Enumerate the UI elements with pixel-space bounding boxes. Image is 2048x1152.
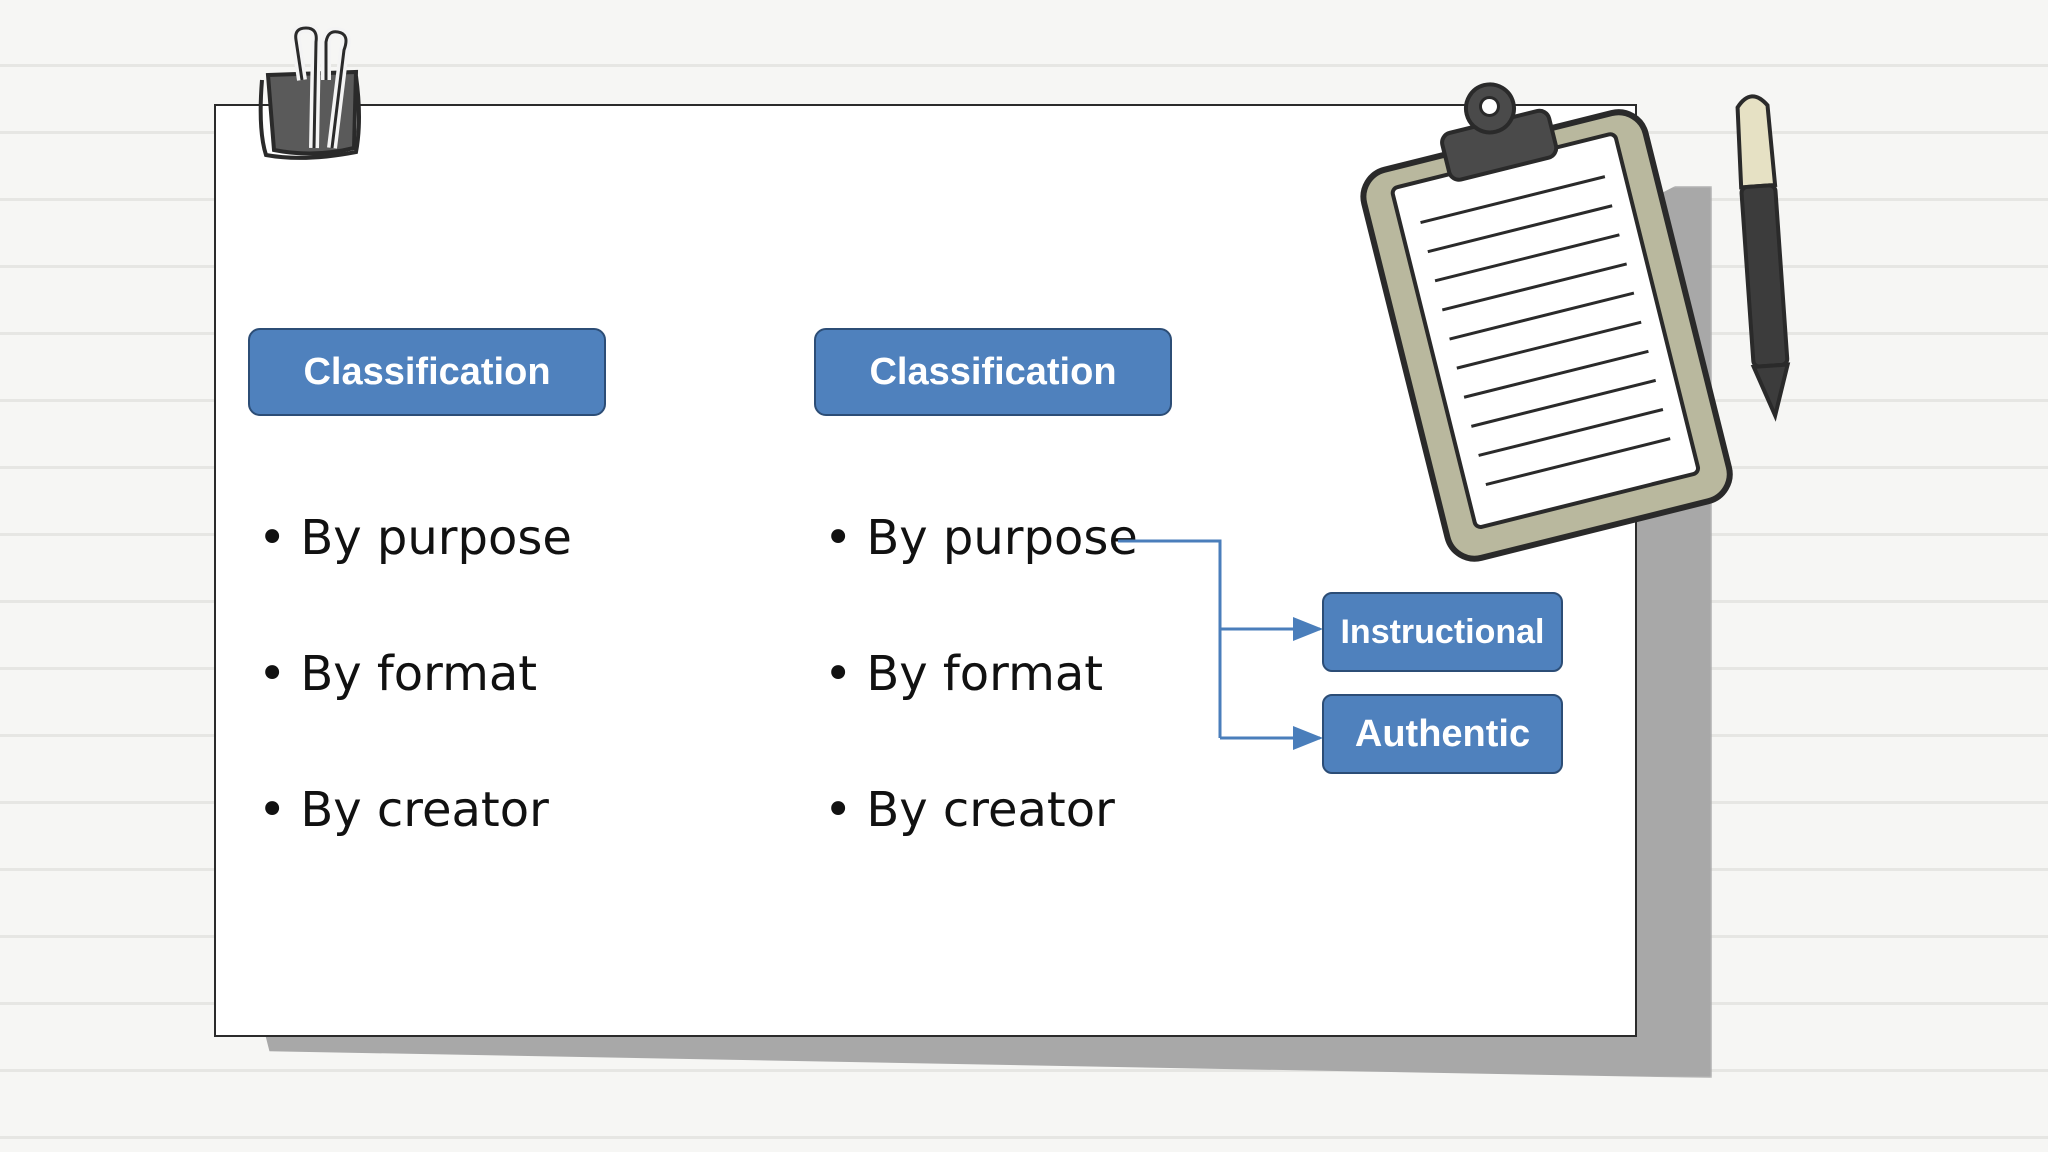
clipboard-icon <box>1360 82 1733 562</box>
list-item-creator-right: •By creator <box>824 782 1115 838</box>
pen-icon <box>1735 94 1791 422</box>
list-item-purpose-left: •By purpose <box>258 510 572 566</box>
classification-header-left: Classification <box>248 328 606 416</box>
list-item-format-left: •By format <box>258 646 538 702</box>
list-item-format-right: •By format <box>824 646 1104 702</box>
classification-header-right: Classification <box>814 328 1172 416</box>
instructional-box: Instructional <box>1322 592 1563 672</box>
authentic-box: Authentic <box>1322 694 1563 774</box>
list-item-purpose-right: •By purpose <box>824 510 1138 566</box>
list-item-creator-left: •By creator <box>258 782 549 838</box>
binder-clip-icon <box>258 22 361 160</box>
